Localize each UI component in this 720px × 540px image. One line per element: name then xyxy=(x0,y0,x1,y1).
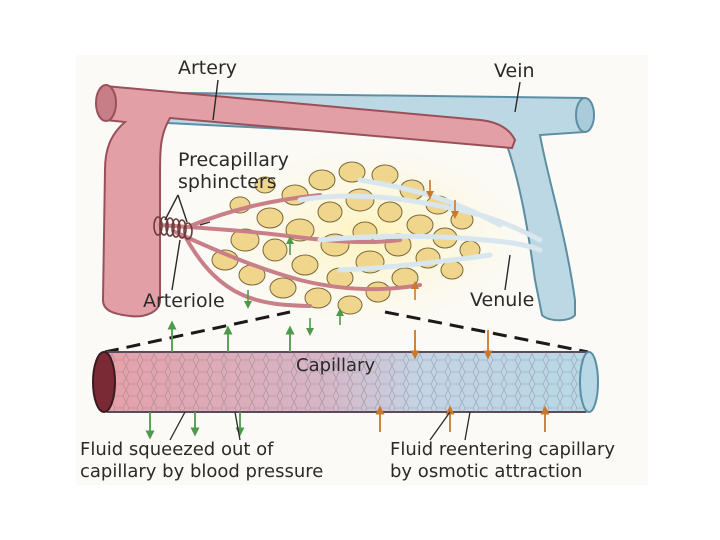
precapillary-label-line2: sphincters xyxy=(178,171,277,193)
leader-lines xyxy=(164,79,521,291)
bottom-leader-lines xyxy=(169,411,471,441)
zoom-lines xyxy=(104,310,589,354)
capillary-label: Capillary xyxy=(296,355,376,376)
bed-arrows xyxy=(244,180,459,336)
precapillary-sphincter-coil xyxy=(153,216,193,240)
fluid-out-arrows xyxy=(145,320,295,440)
fluid-out-label-line1: Fluid squeezed out of xyxy=(80,439,274,460)
fluid-in-arrows xyxy=(375,330,550,432)
arteriole-label: Arteriole xyxy=(143,290,225,312)
venule-label: Venule xyxy=(470,289,535,311)
artery-label: Artery xyxy=(178,57,238,79)
artery xyxy=(95,84,517,318)
vein-label: Vein xyxy=(494,60,535,82)
capillary-enlarged xyxy=(92,351,599,413)
precapillary-label-line1: Precapillary xyxy=(178,149,289,171)
fluid-in-label-line2: by osmotic attraction xyxy=(390,461,583,482)
fluid-in-label-line1: Fluid reentering capillary xyxy=(390,439,615,460)
fluid-out-label-line2: capillary by blood pressure xyxy=(80,461,324,482)
